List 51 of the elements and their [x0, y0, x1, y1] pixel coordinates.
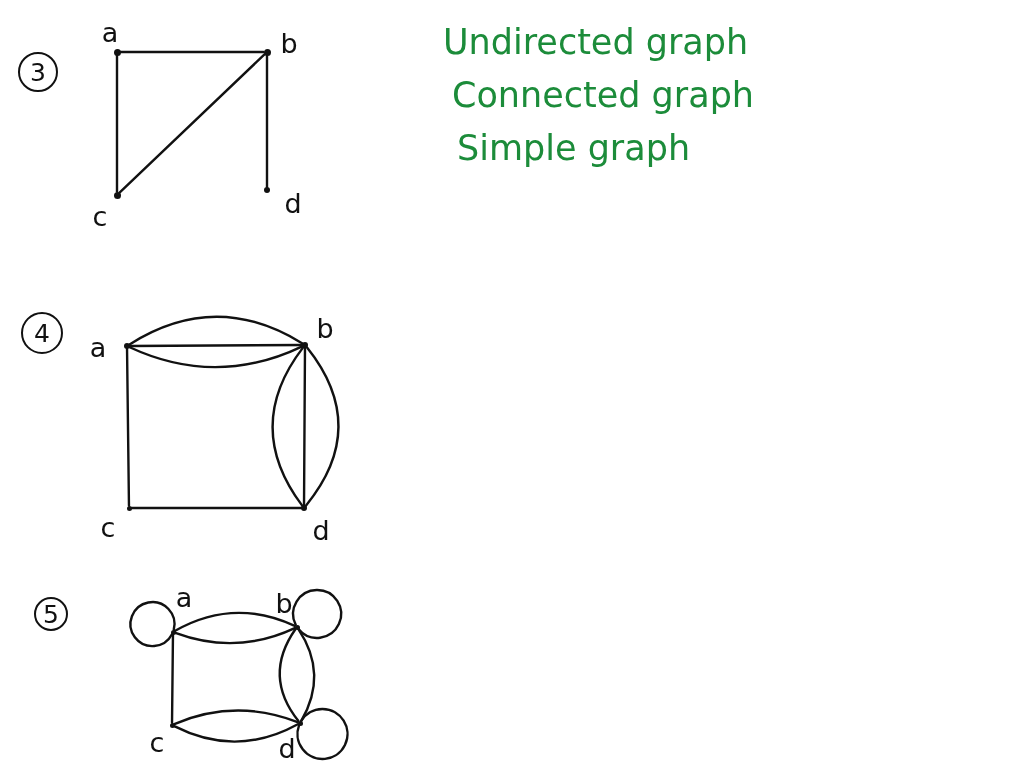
loop-edge [296, 707, 349, 761]
vertex-dot [297, 720, 303, 726]
edge-line [173, 709, 299, 726]
vertex-label: b [280, 29, 298, 57]
circled-number: 3 [18, 52, 58, 92]
note-text: Simple graph [457, 128, 691, 169]
edge-line [173, 723, 299, 743]
note-text: Connected graph [452, 75, 755, 116]
vertex-dot [263, 48, 271, 56]
vertex-label: b [275, 589, 293, 617]
vertex-label: d [312, 516, 330, 544]
vertex-dot [124, 343, 130, 349]
circled-number: 4 [21, 312, 63, 354]
edge-line [128, 345, 304, 369]
edge-line [173, 611, 296, 632]
edge-line [170, 633, 175, 724]
edge-line [278, 627, 300, 723]
edge-line [130, 506, 303, 510]
loop-edge [129, 600, 176, 648]
vertex-dot [264, 187, 270, 193]
vertex-label: a [101, 18, 119, 46]
vertex-dot [113, 191, 121, 199]
vertex-label: c [100, 513, 116, 541]
edge-line [271, 346, 305, 507]
edge-line [125, 347, 131, 507]
edge-line [302, 346, 307, 507]
vertex-label: a [175, 583, 193, 611]
vertex-dot [126, 505, 132, 511]
edge-line [115, 54, 119, 193]
vertex-label: d [284, 189, 302, 217]
vertex-label: c [92, 202, 108, 230]
loop-edge [291, 588, 343, 640]
vertex-label: c [149, 728, 165, 756]
vertex-dot [113, 48, 121, 56]
vertex-label: d [278, 734, 296, 762]
edge-line [265, 54, 269, 189]
edge-line [304, 346, 340, 507]
vertex-dot [302, 342, 308, 348]
vertex-label: a [89, 333, 107, 361]
vertex-dot [170, 629, 176, 635]
edge-line [119, 50, 265, 54]
vertex-dot [301, 505, 307, 511]
edge-line [128, 343, 304, 348]
edge-line [128, 315, 304, 346]
note-text: Undirected graph [443, 22, 749, 63]
edge-line [118, 53, 266, 194]
circled-number: 5 [34, 597, 68, 631]
edge-line [174, 626, 296, 645]
vertex-dot [294, 624, 300, 630]
vertex-dot [169, 722, 175, 728]
vertex-label: b [316, 314, 334, 342]
